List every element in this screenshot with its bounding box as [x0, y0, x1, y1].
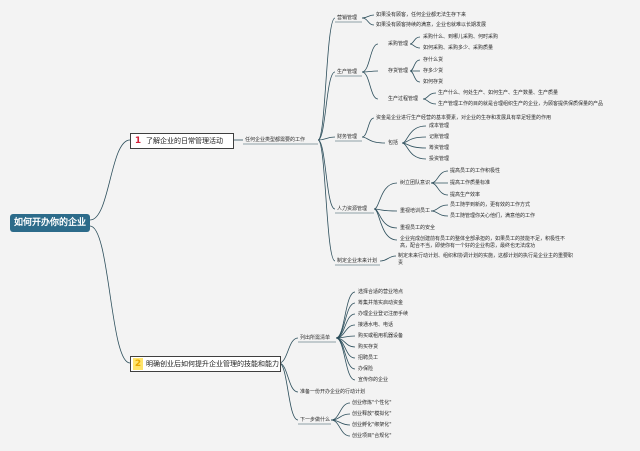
- topic-human-resources[interactable]: 人力资源管理: [337, 206, 368, 212]
- checklist-item-8[interactable]: 办保险: [358, 366, 374, 372]
- next-step-item-4[interactable]: 创业项目"合规化": [352, 433, 392, 439]
- team-note-2[interactable]: 提高工作质量标准: [450, 180, 491, 186]
- next-step-item-3[interactable]: 创业孵化"绑架化": [352, 422, 392, 428]
- checklist-item-2[interactable]: 筹集并落实启动资金: [358, 300, 404, 306]
- main-topic-2-label: 明确创业后如何提升企业管理的技能和能力: [146, 360, 279, 368]
- checklist-item-4[interactable]: 接通水电、电话: [358, 322, 394, 328]
- training-note-1[interactable]: 员工随学到新的，更有效的工作方式: [450, 202, 531, 208]
- purchasing-note-1[interactable]: 采购什么、到哪儿采购、何时采购: [423, 34, 499, 40]
- checklist-item-9[interactable]: 宣传你的企业: [358, 377, 389, 383]
- inventory-note-3[interactable]: 如何存货: [423, 79, 444, 85]
- inventory-note-2[interactable]: 存多少货: [423, 68, 444, 74]
- main-topic-1-label: 了解企业的日常管理活动: [146, 137, 223, 145]
- main1-subtopic[interactable]: 任何企业类型都需要的工作: [245, 137, 306, 143]
- topic-includes[interactable]: 包括: [388, 140, 399, 146]
- purchasing-note-2[interactable]: 如何采购、采购多少、采购质量: [423, 45, 494, 51]
- topic-team-awareness[interactable]: 树立团队意识: [400, 180, 431, 186]
- number-badge-2: 2: [133, 358, 143, 370]
- topic-finance[interactable]: 财务管理: [337, 134, 358, 140]
- topic-future-plan[interactable]: 制定企业未来计划: [337, 258, 378, 264]
- topic-purchasing[interactable]: 采购管理: [388, 41, 409, 47]
- topic-safety[interactable]: 重视员工的安全: [400, 225, 436, 231]
- hr-note-line-1[interactable]: 企业完成创建前有员工的整体全部承担的，如果员工的技能不足，积极性不: [400, 236, 566, 242]
- next-step-item-1[interactable]: 创业修炼"个性化": [352, 400, 392, 406]
- number-badge-1: 1: [134, 136, 142, 146]
- inventory-note-1[interactable]: 存什么货: [423, 57, 444, 63]
- plan-note-line-1[interactable]: 制定未来行动计划、组织和协调计划的实施，这都计划的执行是企业主的重要职: [398, 253, 574, 259]
- plan-note-line-2[interactable]: 责: [398, 260, 404, 266]
- main-topic-1[interactable]: 1 了解企业的日常管理活动: [130, 133, 234, 149]
- training-note-2[interactable]: 员工随管理你关心他们，满意他的工作: [450, 213, 536, 219]
- topic-production-process[interactable]: 生产过程管理: [388, 96, 419, 102]
- topic-production[interactable]: 生产管理: [337, 69, 358, 75]
- root-topic[interactable]: 如何开办你的企业: [10, 214, 90, 232]
- includes-item-2[interactable]: 记账管理: [429, 134, 450, 140]
- process-note-1[interactable]: 生产什么、何处生产、如何生产、生产数量、生产质量: [438, 90, 559, 96]
- checklist-item-7[interactable]: 招聘员工: [358, 355, 379, 361]
- team-note-1[interactable]: 提高员工的工作积极性: [450, 168, 501, 174]
- marketing-note-1[interactable]: 如果没有顾客，任何企业都无法生存下来: [376, 12, 467, 18]
- includes-item-4[interactable]: 投资管理: [429, 156, 450, 162]
- topic-inventory[interactable]: 存货管理: [388, 68, 409, 74]
- topic-training[interactable]: 重视培训员工: [400, 208, 431, 214]
- topic-next-step[interactable]: 下一步做什么: [300, 417, 331, 423]
- hr-note-line-2[interactable]: 高，配合不当，即使你有一个好的企业构思，最终也无法成功: [400, 243, 536, 249]
- checklist-item-6[interactable]: 购买存货: [358, 344, 379, 350]
- includes-item-1[interactable]: 成本管理: [429, 123, 450, 129]
- checklist-item-3[interactable]: 办理企业登记注册手续: [358, 311, 409, 317]
- finance-note[interactable]: 资金是企业进行生产经营的基本要素，对企业的生存和发展具有举足轻重的作用: [376, 115, 552, 121]
- topic-action-plan[interactable]: 准备一份开办企业的行动计划: [300, 389, 366, 395]
- marketing-note-2[interactable]: 如果没有顾客持续的满意，企业也就难以长期发展: [376, 22, 487, 28]
- checklist-item-1[interactable]: 选择合适的营业地点: [358, 289, 404, 295]
- checklist-item-5[interactable]: 购买或租用机器设备: [358, 333, 404, 339]
- topic-marketing[interactable]: 营销管理: [337, 15, 358, 21]
- includes-item-3[interactable]: 筹资管理: [429, 145, 450, 151]
- process-note-2[interactable]: 生产管理工作的目的就是合理组织生产的企业，为顾客提供保质保量的产品: [438, 101, 604, 107]
- team-note-3[interactable]: 提高生产效率: [450, 192, 481, 198]
- next-step-item-2[interactable]: 创业释放"模拟化": [352, 411, 392, 417]
- topic-checklist[interactable]: 列出所需清单: [300, 335, 331, 341]
